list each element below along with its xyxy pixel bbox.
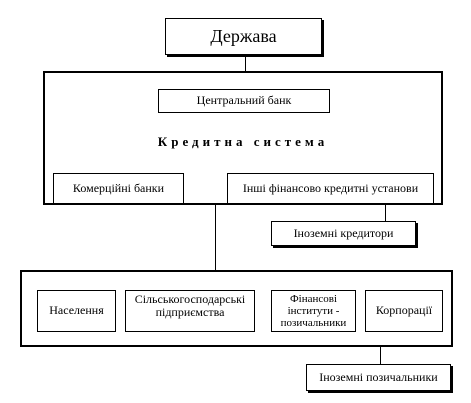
corporations-label: Корпорації xyxy=(375,303,433,318)
connector-to-foreign-creditors xyxy=(385,205,386,221)
credit-system-title: Кредитна система xyxy=(157,134,329,149)
population-label: Населення xyxy=(49,303,104,318)
central-bank-box: Центральний банк xyxy=(158,89,330,113)
connector-state-to-system xyxy=(245,55,246,71)
financial-institutions-box: Фінансові інститути - позичальники xyxy=(271,290,356,332)
state-box: Держава xyxy=(165,18,322,55)
agricultural-label: Сільськогосподарські підприємства xyxy=(134,292,246,320)
foreign-creditors-label: Іноземні кредитори xyxy=(293,225,394,240)
credit-system-container xyxy=(43,71,443,205)
commercial-banks-label: Комерційні банки xyxy=(72,180,165,195)
state-label: Держава xyxy=(210,25,277,46)
foreign-creditors-box: Іноземні кредитори xyxy=(271,221,416,246)
commercial-banks-box: Комерційні банки xyxy=(53,173,184,204)
agricultural-box: Сільськогосподарські підприємства xyxy=(125,290,255,332)
foreign-borrowers-box: Іноземні позичальники xyxy=(306,364,451,391)
borrowers-container xyxy=(20,270,453,347)
population-box: Населення xyxy=(37,290,116,332)
other-institutions-box: Інші фінансово кредитні установи xyxy=(227,173,434,204)
other-institutions-label: Інші фінансово кредитні установи xyxy=(242,180,419,195)
financial-institutions-label: Фінансові інститути - позичальники xyxy=(280,292,347,330)
foreign-borrowers-label: Іноземні позичальники xyxy=(319,369,438,384)
connector-system-to-borrowers xyxy=(215,205,216,270)
connector-to-foreign-borrowers xyxy=(380,347,381,364)
corporations-box: Корпорації xyxy=(365,290,443,332)
central-bank-label: Центральний банк xyxy=(196,93,292,108)
